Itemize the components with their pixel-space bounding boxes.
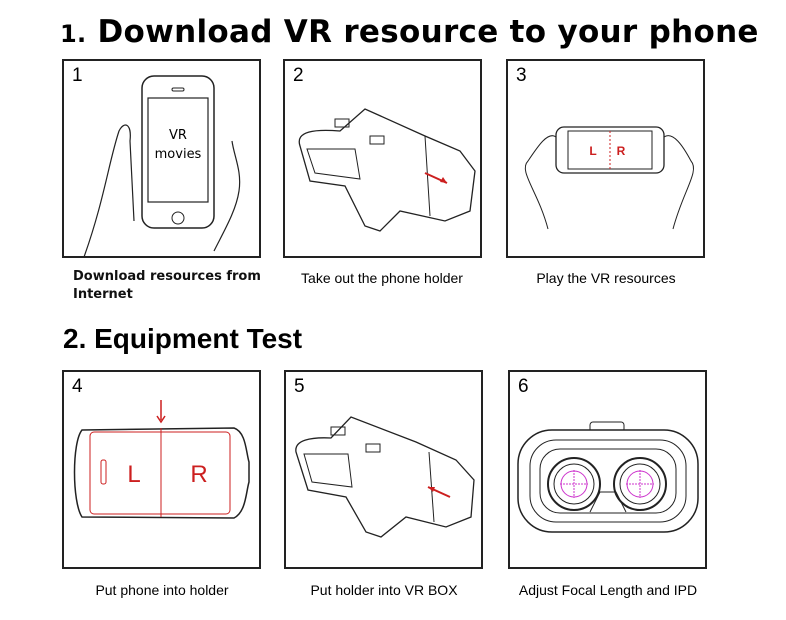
- step-number: 2: [293, 65, 304, 86]
- step-number: 5: [294, 376, 305, 397]
- vr-headset-illustration: [298, 108, 476, 232]
- step-4-panel: 4 L R: [62, 370, 261, 569]
- vr-lenses-illustration: [517, 421, 699, 533]
- movies-label: movies: [155, 147, 202, 162]
- section-2-heading: 2. Equipment Test: [63, 323, 303, 354]
- step-number: 1: [72, 65, 83, 86]
- section-number: 1.: [60, 20, 87, 48]
- step-2-caption: Take out the phone holder: [301, 270, 463, 286]
- vr-headset-insert-illustration: [295, 416, 475, 538]
- left-lens: [547, 457, 601, 511]
- right-lens: [613, 457, 667, 511]
- step-3-caption: Play the VR resources: [536, 270, 676, 286]
- section-1-heading: 1. Download VR resource to your phone: [60, 14, 759, 50]
- right-label: R: [190, 461, 207, 488]
- step-number: 4: [72, 376, 83, 397]
- step-5-panel: 5: [284, 370, 483, 569]
- step-4-caption: Put phone into holder: [95, 582, 229, 598]
- hands-holding-phone-illustration: L R: [524, 126, 695, 230]
- step-6-caption: Adjust Focal Length and IPD: [518, 582, 698, 598]
- step-1-caption: Download resources from Internet: [73, 269, 261, 302]
- step-number: 6: [518, 376, 529, 397]
- step-2-panel: 2: [283, 59, 482, 258]
- step-5-caption: Put holder into VR BOX: [310, 582, 458, 598]
- left-label: L: [127, 461, 140, 488]
- phone-in-holder-illustration: L R: [73, 400, 250, 519]
- step-3-panel: 3 L R: [506, 59, 705, 258]
- step-number: 3: [516, 65, 527, 86]
- section-title: Download VR resource to your phone: [97, 14, 759, 50]
- step-1-panel: 1 VR movies: [62, 59, 261, 258]
- left-label: L: [589, 144, 596, 158]
- hand-holding-phone-illustration: VR movies: [83, 75, 241, 258]
- right-label: R: [617, 144, 626, 158]
- step-6-panel: 6: [508, 370, 707, 569]
- vr-label: VR: [169, 128, 187, 143]
